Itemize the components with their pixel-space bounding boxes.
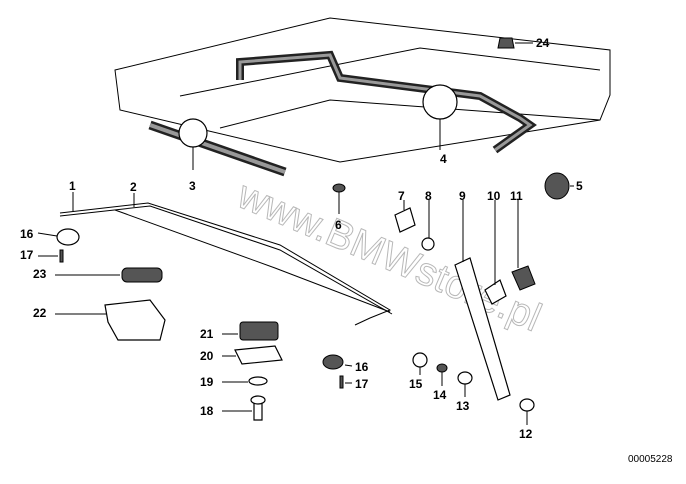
label-5: 5: [576, 179, 583, 193]
rubber-buffer: [497, 37, 515, 49]
label-7: 7: [398, 189, 405, 203]
label-6: 6: [335, 218, 342, 232]
label-23: 23: [33, 267, 47, 281]
washer-13: [457, 371, 473, 385]
cap-16: [56, 228, 80, 246]
pin-17: [59, 249, 64, 263]
label-1: 1: [69, 179, 76, 193]
label-2: 2: [130, 180, 137, 194]
label-15: 15: [409, 377, 423, 391]
label-19: 19: [200, 375, 214, 389]
label-8: 8: [425, 189, 432, 203]
hinge-strap-9: [454, 257, 511, 401]
clip-7: [394, 207, 416, 233]
label-17: 17: [20, 248, 34, 262]
label-10: 10: [487, 189, 501, 203]
label-13: 13: [456, 399, 470, 413]
hood-seal: [236, 50, 537, 154]
bracket-21: [239, 321, 279, 341]
drawing-number: 00005228: [628, 454, 673, 465]
seal-detail-4: [422, 84, 458, 120]
clip-11: [511, 265, 536, 291]
label-22: 22: [33, 306, 47, 320]
label-3: 3: [189, 179, 196, 193]
cap-16b: [322, 354, 344, 370]
washer-12: [519, 398, 535, 412]
nut-15: [412, 352, 428, 368]
support-rods: [59, 192, 393, 326]
seal-detail-3: [178, 118, 208, 148]
label-16b: 16: [355, 360, 369, 374]
label-9: 9: [459, 189, 466, 203]
label-18: 18: [200, 404, 214, 418]
label-4: 4: [440, 152, 447, 166]
grommet: [544, 172, 570, 200]
label-24: 24: [536, 36, 550, 50]
nut-8: [421, 237, 435, 251]
front-seal: [148, 120, 287, 177]
label-11: 11: [510, 189, 523, 203]
clamp-23: [121, 267, 163, 283]
washer-19: [248, 376, 268, 386]
clip-6: [332, 183, 346, 193]
pin-17b: [339, 375, 344, 389]
washer-14: [436, 363, 448, 373]
label-21: 21: [200, 327, 214, 341]
label-16: 16: [20, 227, 34, 241]
label-14: 14: [433, 388, 447, 402]
label-17b: 17: [355, 377, 369, 391]
label-20: 20: [200, 349, 214, 363]
plate-20: [234, 345, 283, 365]
holder-22: [104, 299, 166, 341]
label-12: 12: [519, 427, 533, 441]
